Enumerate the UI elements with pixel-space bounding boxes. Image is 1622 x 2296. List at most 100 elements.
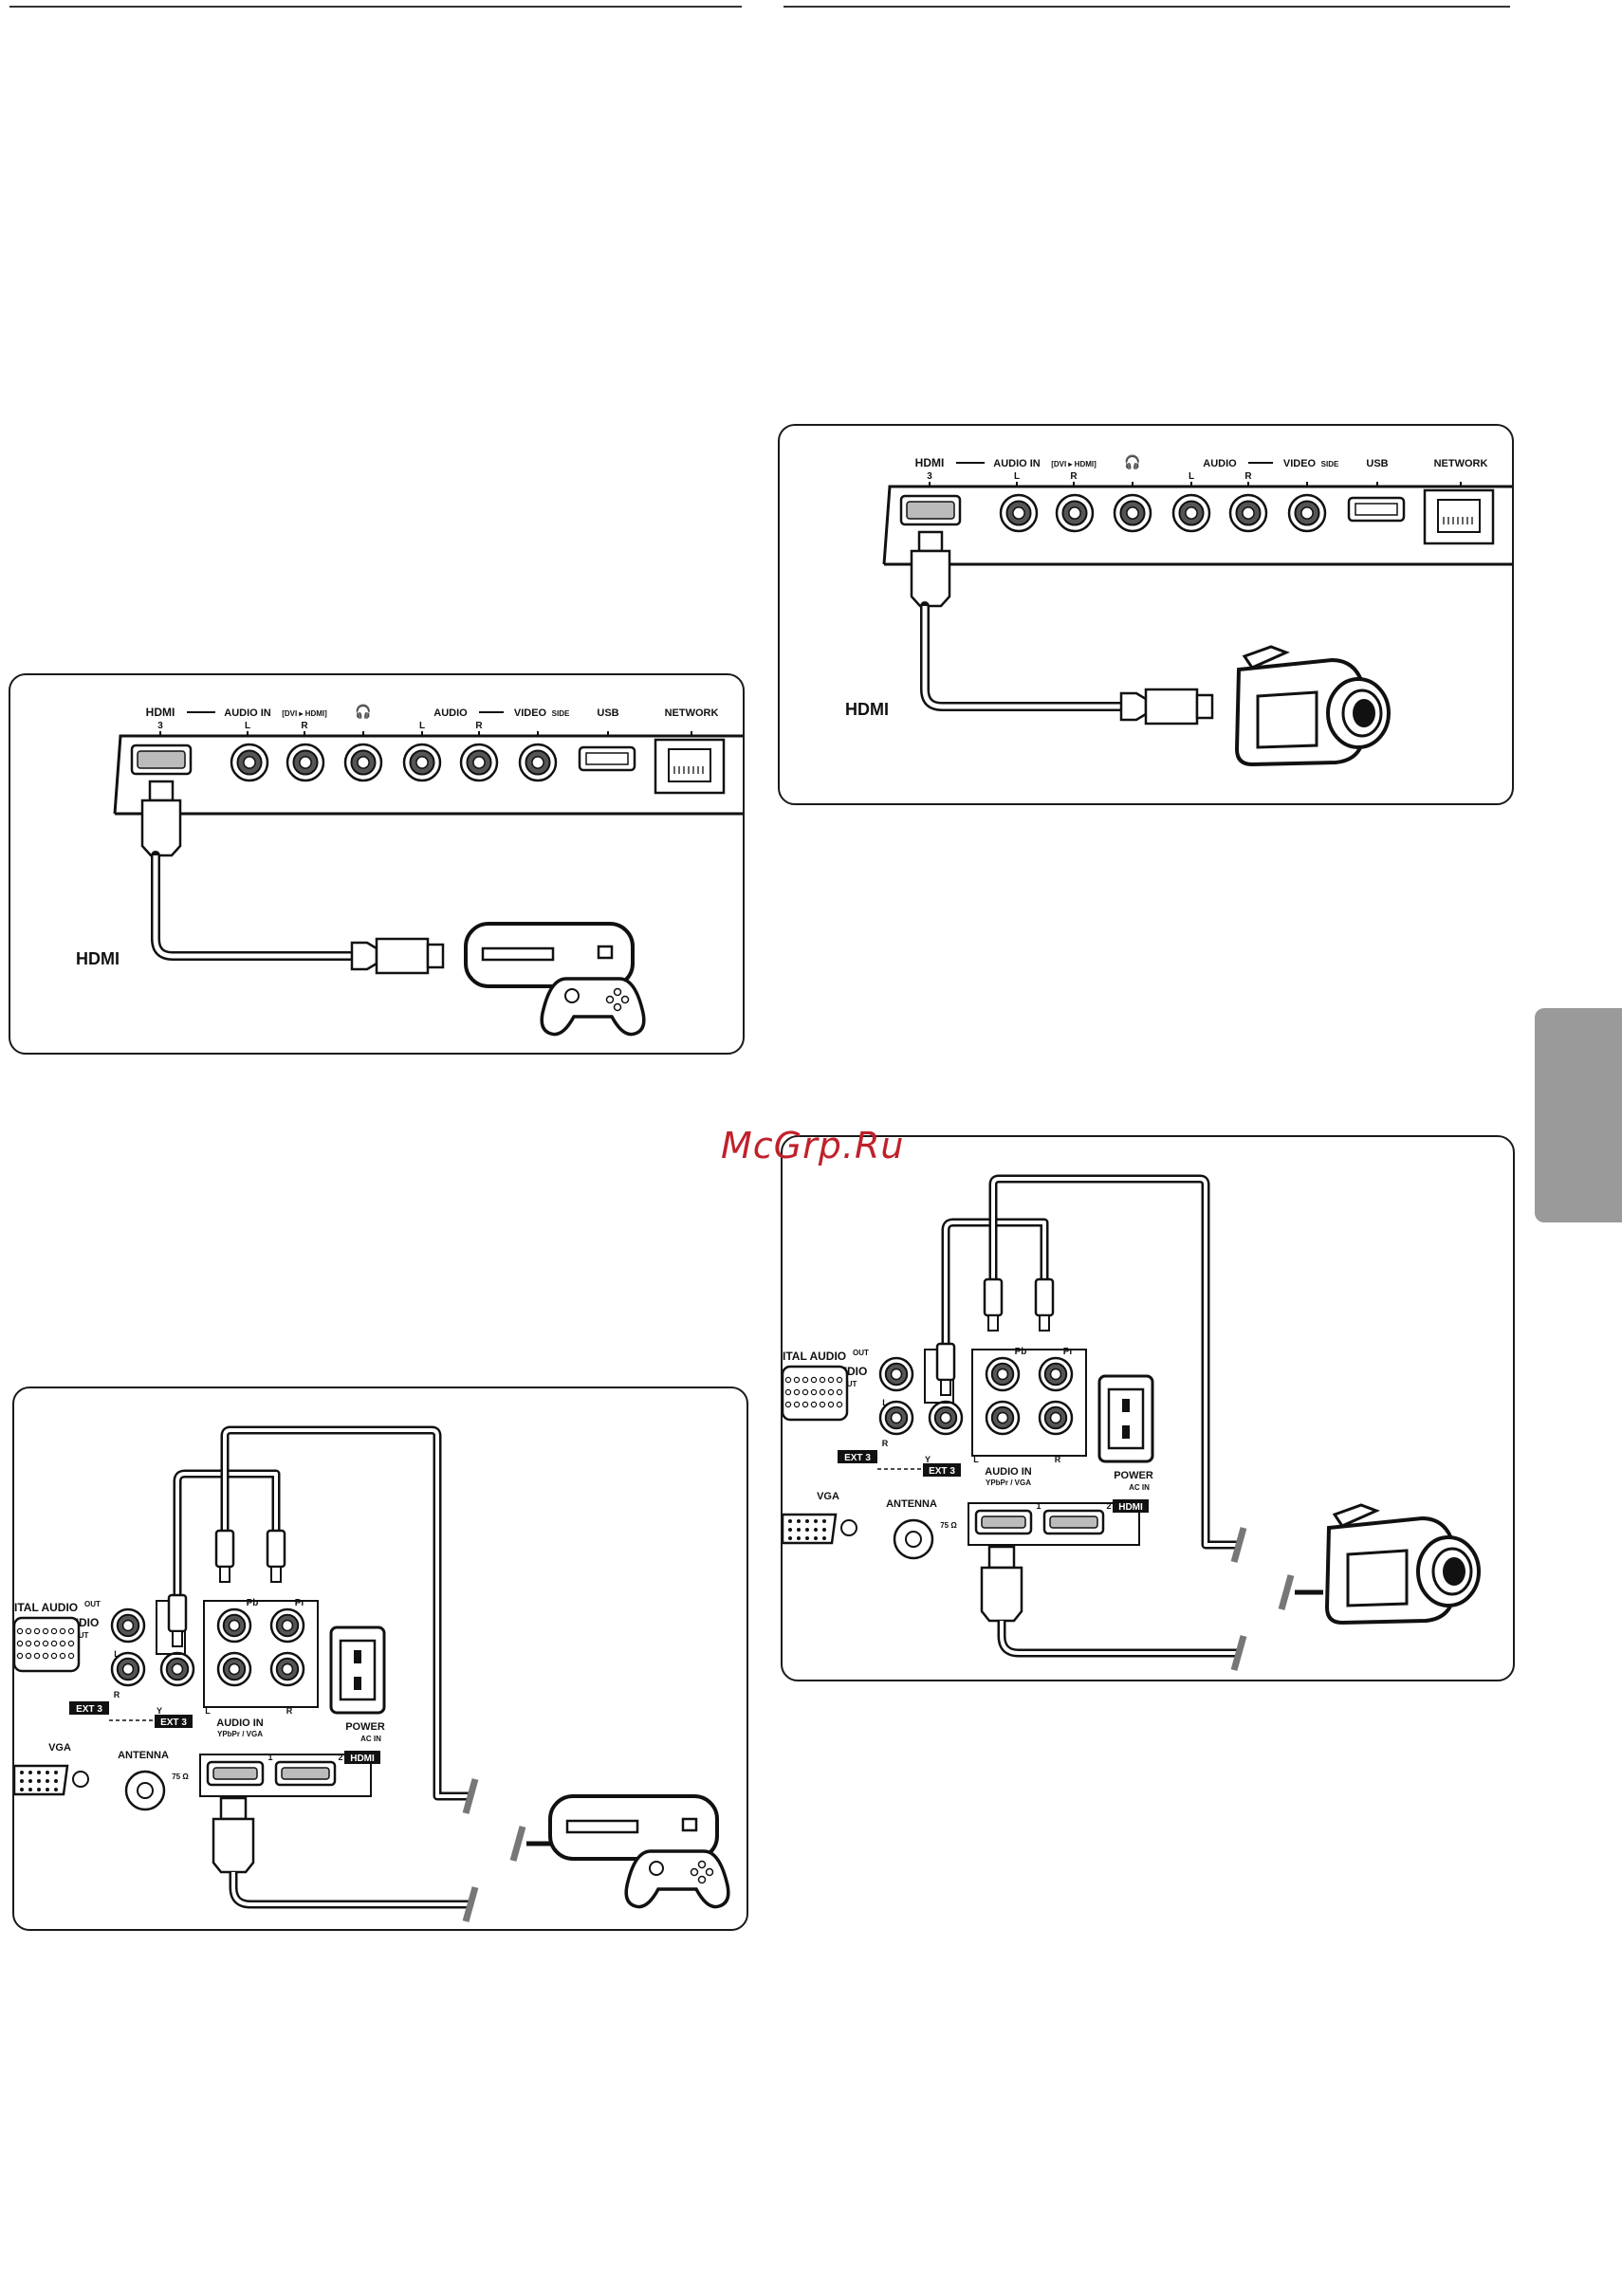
headphones-icon: 🎧 [1124, 454, 1140, 470]
label-antenna: ANTENNA [118, 1750, 169, 1761]
label-pb: Pb [247, 1598, 259, 1608]
label-ac-in: AC IN [360, 1735, 381, 1743]
label-power: POWER [345, 1721, 385, 1733]
label-hdmi-1: 1 [1036, 1501, 1041, 1511]
label-hdmi-number: 3 [157, 721, 163, 731]
label-usb: USB [597, 707, 618, 719]
label-audio-l: L [1189, 471, 1194, 482]
rca-plug-2 [214, 1529, 235, 1583]
label-pr: Pr [1063, 1347, 1074, 1357]
label-video: VIDEO [514, 707, 547, 719]
label-ac-in: AC IN [1129, 1483, 1150, 1492]
label-vga: VGA [48, 1742, 71, 1754]
hdmi-ports-block [968, 1502, 1140, 1546]
hdmi-plug-device-side [1119, 691, 1148, 722]
hdmi-cable-rear [212, 1796, 470, 1909]
label-network: NETWORK [665, 707, 719, 719]
label-ext3: EXT 3 [929, 1466, 955, 1477]
label-pb: Pb [1015, 1347, 1027, 1357]
label-audio-out-sub: OUT [73, 1631, 89, 1640]
panel-edge [113, 734, 743, 815]
gamepad-icon [540, 977, 646, 1037]
label-audio-out-l: L [114, 1649, 120, 1659]
label-power: POWER [1114, 1470, 1153, 1481]
cable-break-mark-2 [1230, 1635, 1247, 1671]
label-audio-in-r: R [1055, 1455, 1061, 1464]
top-rule-right [783, 6, 1510, 8]
panel-edge [882, 485, 1512, 565]
label-75-ohm: 75 Ω [172, 1773, 189, 1781]
label-hdmi-rear: HDMI [1118, 1502, 1143, 1513]
label-audio-out-sub: OUT [841, 1380, 857, 1388]
label-hdmi-2: 2 [1106, 1501, 1111, 1511]
label-ypbpr-vga: YPbPr / VGA [217, 1730, 263, 1738]
label-vga: VGA [817, 1491, 839, 1502]
cable-break-mark-3 [1278, 1574, 1295, 1610]
label-audio: AUDIO [1203, 458, 1237, 469]
camcorder-icon [1324, 1503, 1481, 1626]
label-side: SIDE [552, 709, 570, 718]
label-y: Y [157, 1706, 162, 1716]
component-block [203, 1600, 319, 1708]
label-audio-in-l: L [205, 1706, 211, 1716]
label-audio-out-l: L [882, 1398, 888, 1407]
hdmi-cable-rear [980, 1545, 1238, 1658]
hdmi-plug-tv-side [910, 549, 951, 608]
label-digital-audio: ITAL AUDIO [14, 1601, 78, 1614]
label-network: NETWORK [1434, 458, 1488, 469]
vga-connector [14, 1764, 69, 1796]
label-hdmi: HDMI [146, 706, 175, 719]
label-audio-r: R [1244, 471, 1252, 482]
label-hdmi-number: 3 [927, 471, 932, 482]
label-audio-in: AUDIO IN [985, 1466, 1032, 1478]
cable-label-hdmi: HDMI [76, 949, 120, 968]
label-audio-in-l: L [245, 721, 250, 731]
hdmi-cable [910, 530, 1214, 726]
component-and-audio-cables [167, 1425, 470, 1801]
cable-break-mark-1 [1230, 1527, 1247, 1563]
hdmi-plug-device-side [350, 941, 378, 971]
label-audio-out-r: R [882, 1439, 889, 1448]
label-ypbpr-vga: YPbPr / VGA [986, 1479, 1031, 1487]
label-dvi-hdmi: [DVI ▸ HDMI] [282, 709, 327, 718]
label-hdmi-rear: HDMI [350, 1754, 375, 1764]
label-ext3-left: EXT 3 [844, 1453, 871, 1463]
label-pr: Pr [295, 1598, 305, 1608]
label-audio-in: AUDIO IN [993, 458, 1041, 469]
cable-break-mark-1 [462, 1778, 479, 1814]
component-and-audio-cables [935, 1174, 1238, 1550]
label-digital-audio-out: OUT [84, 1600, 101, 1608]
hdmi-plug-tv-side [140, 799, 182, 857]
label-ext3: EXT 3 [160, 1717, 187, 1728]
cable-label-hdmi: HDMI [845, 700, 889, 719]
hdmi-ports-block [199, 1754, 372, 1797]
label-hdmi-2: 2 [338, 1753, 342, 1762]
label-video: VIDEO [1283, 458, 1317, 469]
rca-plug-3 [266, 1529, 286, 1583]
label-audio-l: L [419, 721, 425, 731]
component-block [971, 1349, 1087, 1457]
label-antenna: ANTENNA [886, 1498, 937, 1510]
label-side: SIDE [1321, 460, 1339, 468]
label-usb: USB [1366, 458, 1388, 469]
gamepad-icon [624, 1849, 730, 1909]
game-console-icon [464, 922, 646, 1037]
game-console-icon [548, 1794, 730, 1909]
rca-plug-1 [935, 1342, 956, 1396]
section-side-tab [1535, 1008, 1622, 1222]
label-y: Y [925, 1455, 931, 1464]
label-audio-out-r: R [114, 1690, 120, 1699]
rca-plug-2 [983, 1277, 1004, 1332]
hdmi-cable [140, 780, 445, 975]
rca-plug-1 [167, 1593, 188, 1647]
headphones-icon: 🎧 [355, 704, 371, 720]
label-ext3-left: EXT 3 [76, 1704, 102, 1715]
label-audio-in-l: L [973, 1455, 979, 1464]
label-audio-in-l: L [1014, 471, 1020, 482]
cable-break-mark-3 [509, 1826, 526, 1862]
